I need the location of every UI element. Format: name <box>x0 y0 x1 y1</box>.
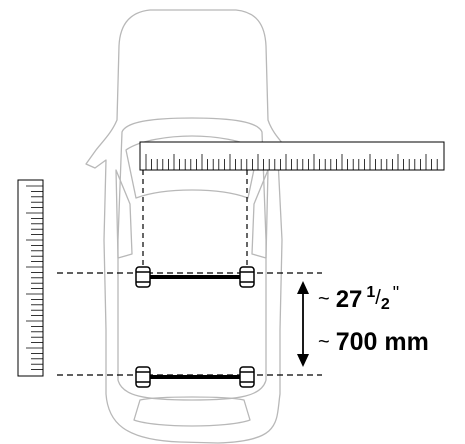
horizontal-ruler-ticks <box>145 154 438 170</box>
horizontal-guide-lines <box>57 272 322 376</box>
front-right-hub <box>239 266 255 288</box>
car-body <box>85 9 299 444</box>
horizontal-ruler <box>139 141 445 171</box>
rear-axle <box>135 366 255 388</box>
inches-fraction-slash: / <box>375 287 381 309</box>
car-left-window <box>115 169 133 259</box>
rear-right-hub <box>239 366 255 388</box>
car-rear-window <box>133 396 251 427</box>
arrow-head-up <box>297 281 309 294</box>
arrow-head-down <box>297 354 309 367</box>
approx-symbol-mm: ~ <box>318 331 330 353</box>
inches-fraction-denominator: 2 <box>380 296 390 313</box>
front-left-hub <box>135 266 151 288</box>
inches-unit: " <box>392 283 400 303</box>
inches-fraction-numerator: 1 <box>366 284 376 301</box>
distance-arrow <box>297 281 309 367</box>
car-outline <box>85 9 299 444</box>
rear-left-hub <box>135 366 151 388</box>
approx-symbol: ~ <box>318 288 330 310</box>
vertical-ruler-ticks <box>26 185 43 371</box>
inches-whole: 27 <box>335 286 363 313</box>
vertical-ruler <box>17 179 44 377</box>
front-axle <box>135 266 255 288</box>
millimeters-value: 700 mm <box>335 328 429 356</box>
car-roofline <box>117 117 267 401</box>
measurement-mm-label: ~700 mm <box>318 330 429 355</box>
vertical-guide-lines <box>142 170 248 270</box>
car-right-window <box>251 169 269 259</box>
